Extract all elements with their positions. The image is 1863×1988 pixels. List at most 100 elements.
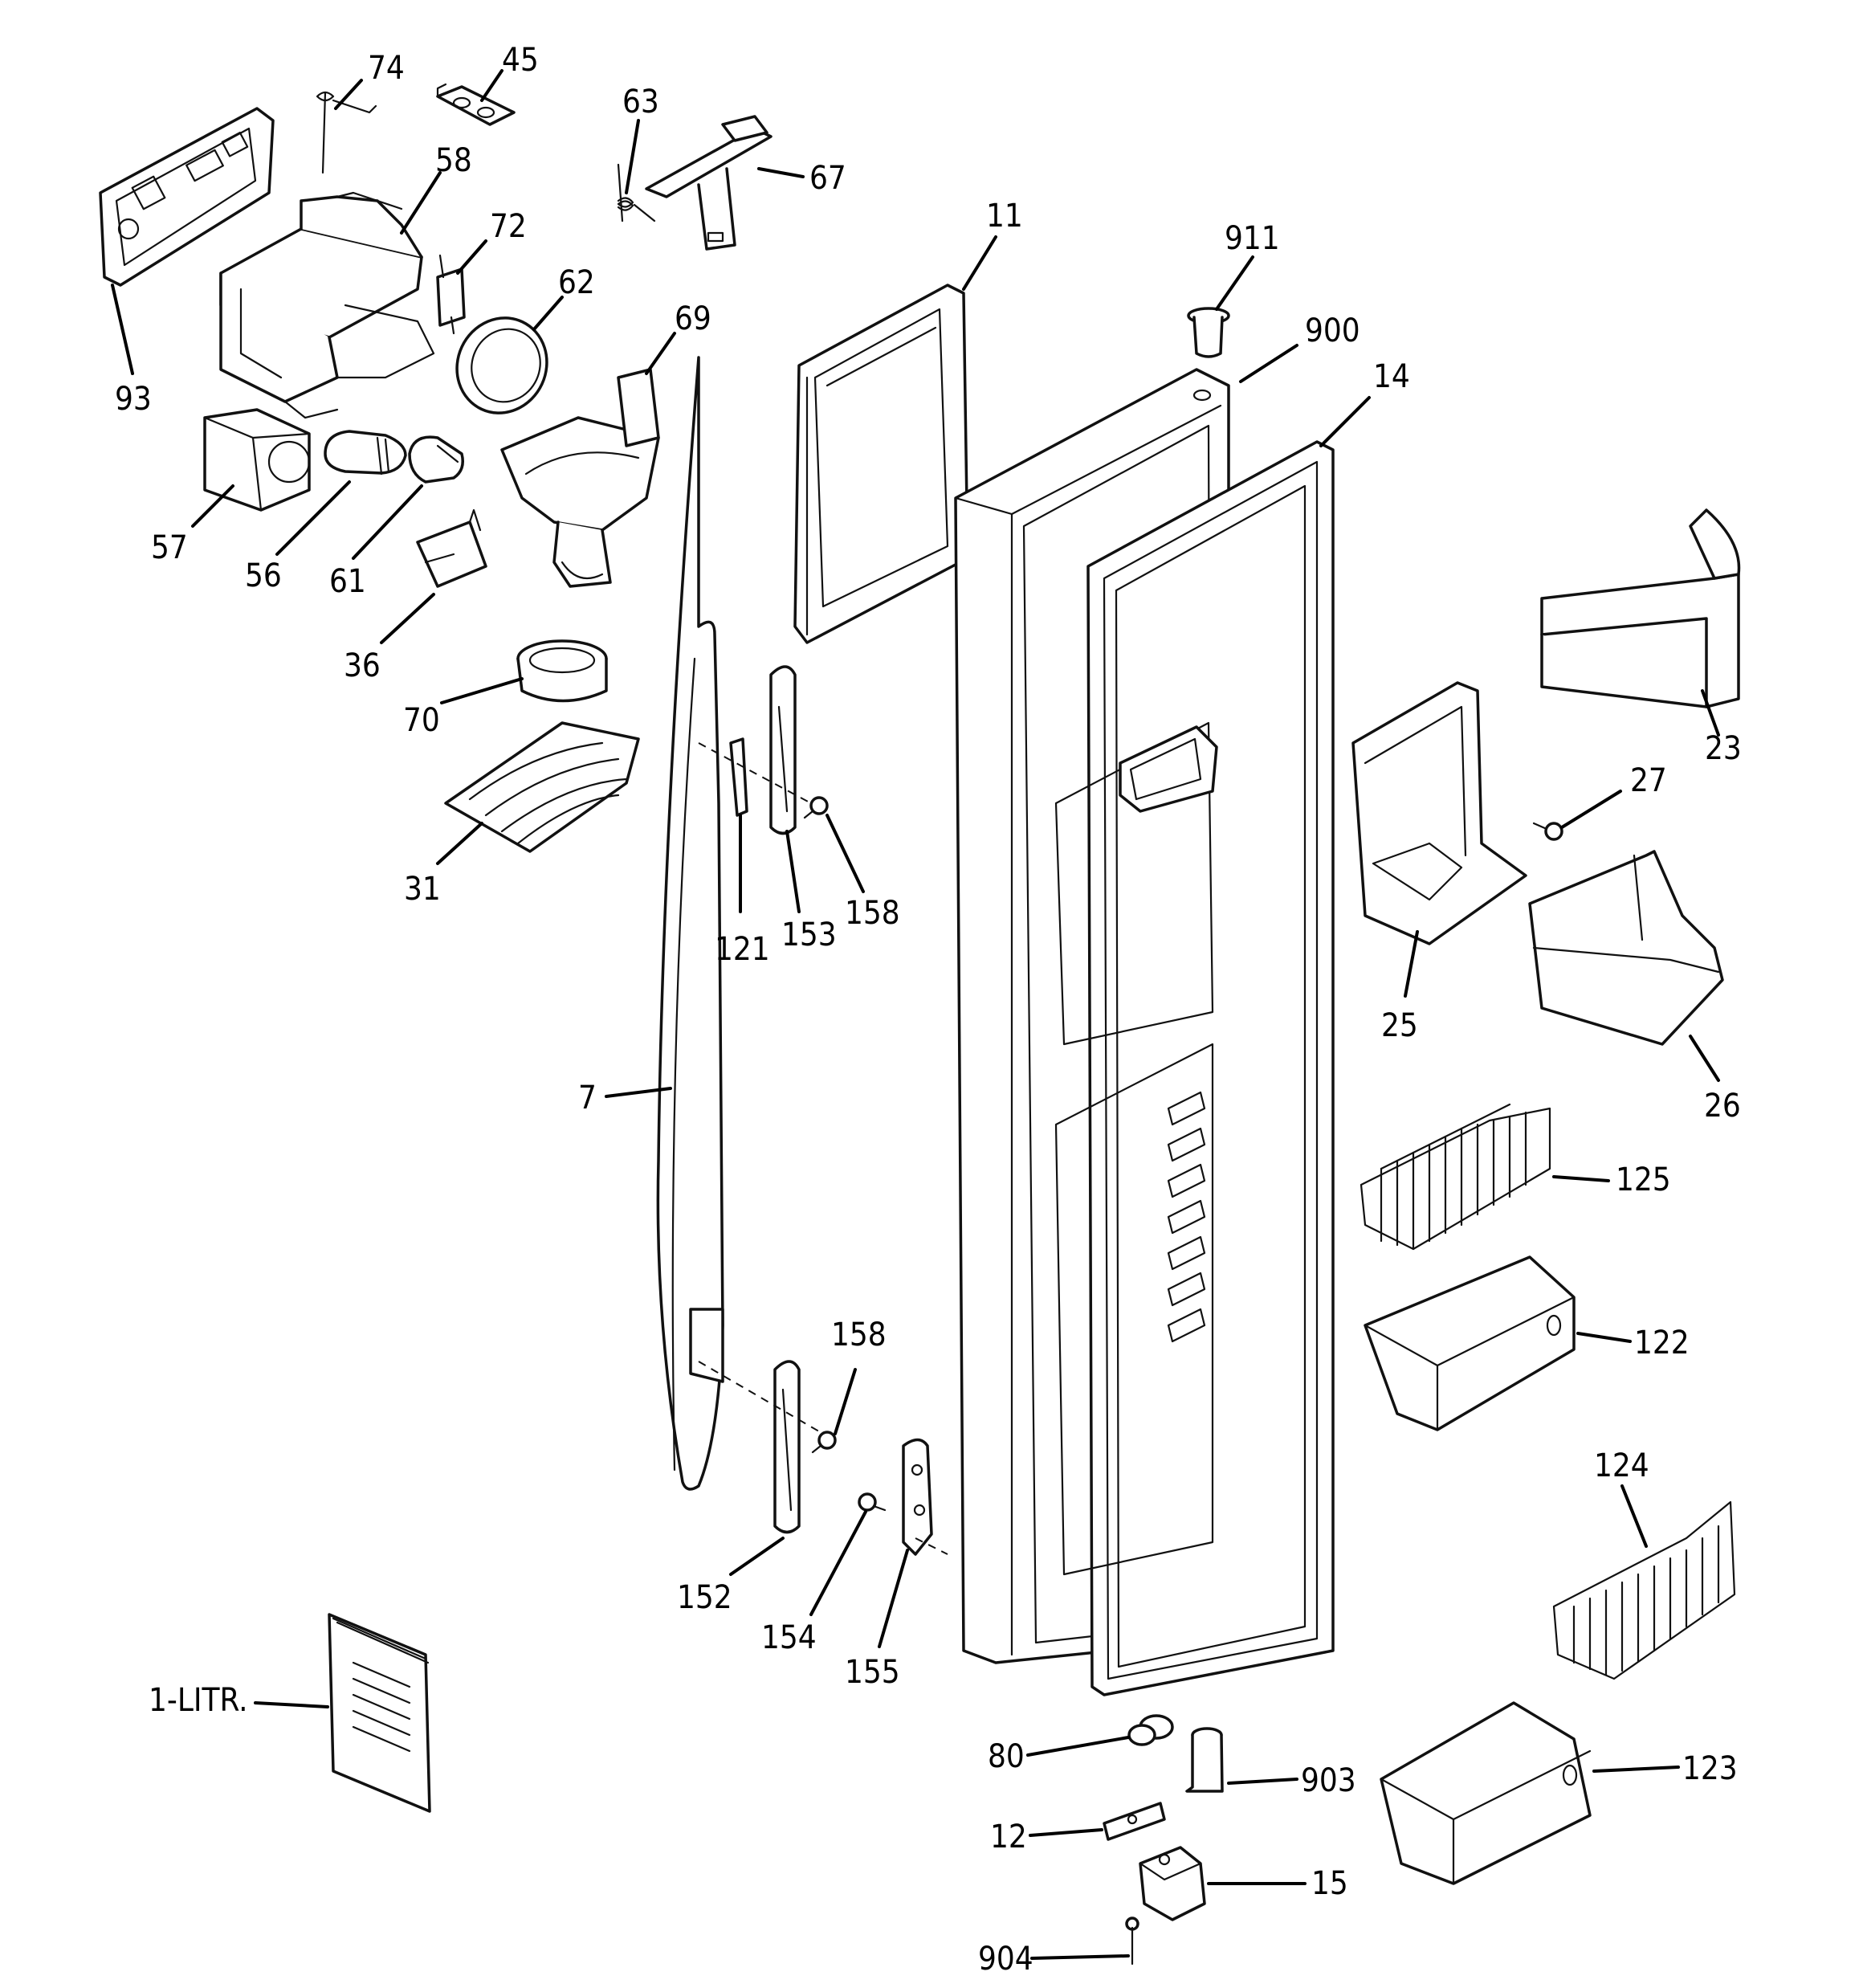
callout-70: 70 (403, 702, 440, 739)
leader-123 (1592, 1766, 1680, 1773)
leader-61 (352, 484, 423, 560)
callout-36: 36 (344, 647, 381, 684)
part-26-bin (1528, 850, 1724, 1046)
callout-911: 911 (1225, 220, 1280, 257)
part-7-handle (656, 356, 724, 1491)
callout-61: 61 (329, 563, 366, 600)
leader-31 (436, 822, 483, 865)
callout-904: 904 (978, 1941, 1033, 1978)
part-58-dispenser-housing (219, 191, 435, 419)
part-155-hinge (902, 1438, 948, 1556)
part-27-screw (1532, 822, 1563, 841)
part-153-mount (698, 665, 812, 835)
part-11-dispenser-frame (793, 284, 969, 644)
leader-63 (625, 119, 640, 194)
leader-14 (1319, 396, 1371, 447)
leader-27 (1560, 790, 1622, 829)
callout-74: 74 (368, 50, 405, 87)
part-154-screw (858, 1492, 887, 1512)
part-93-control-board (99, 107, 275, 287)
leader-12 (1029, 1828, 1103, 1837)
part-125-wire-basket (1360, 1103, 1551, 1251)
leader-69 (645, 332, 676, 375)
part-1-litr-booklet (328, 1613, 431, 1813)
callout-7: 7 (578, 1080, 597, 1116)
part-904-screw (1125, 1917, 1139, 1966)
callout-903: 903 (1301, 1762, 1356, 1799)
callout-154: 154 (761, 1619, 817, 1656)
leader-36 (380, 593, 435, 644)
part-72-switch (436, 254, 466, 335)
callout-80: 80 (988, 1738, 1025, 1775)
leader-25 (1404, 930, 1419, 998)
part-25-bin (1351, 681, 1527, 945)
callout-23: 23 (1705, 730, 1742, 767)
leader-152 (729, 1537, 785, 1576)
callout-158a: 158 (845, 895, 900, 932)
part-57-motor (203, 408, 311, 512)
leader-72 (456, 239, 487, 275)
leader-70 (440, 677, 524, 704)
callout-122: 122 (1634, 1325, 1690, 1361)
callout-93: 93 (115, 381, 152, 418)
leader-911 (1215, 255, 1254, 311)
part-45-bracket (436, 83, 516, 126)
leader-11 (962, 235, 997, 291)
part-911-cap (1187, 307, 1230, 358)
callout-31: 31 (404, 871, 441, 908)
leader-904 (1030, 1954, 1130, 1960)
callout-63: 63 (622, 84, 659, 120)
callout-155: 155 (845, 1654, 900, 1691)
leader-158a (826, 814, 865, 893)
callout-158b: 158 (831, 1316, 887, 1353)
dispenser-recess (1054, 721, 1218, 1576)
part-63-spring (617, 163, 656, 222)
leader-67 (757, 167, 805, 178)
part-70-collar (516, 639, 608, 703)
callout-124: 124 (1594, 1447, 1649, 1484)
callout-labels: 74 45 63 67 58 72 62 69 93 57 56 61 36 7… (115, 42, 1742, 1978)
part-121-clip (729, 737, 748, 817)
part-14-gasket (1086, 440, 1335, 1696)
callout-69: 69 (675, 300, 711, 337)
callout-58: 58 (435, 142, 472, 179)
callout-45: 45 (502, 42, 539, 79)
part-124-wire-basket (1552, 1500, 1736, 1680)
part-158-screw-upper (803, 796, 829, 819)
part-61-socket (408, 435, 464, 484)
leader-23 (1701, 689, 1720, 737)
callout-62: 62 (558, 264, 595, 301)
leader-155 (878, 1549, 909, 1648)
leader-74 (334, 79, 363, 110)
leader-93 (111, 284, 134, 375)
callout-72: 72 (490, 208, 527, 245)
leader-1-litr (254, 1701, 329, 1708)
part-31-grille (444, 721, 640, 853)
leader-900 (1239, 344, 1298, 383)
leader-26 (1689, 1035, 1720, 1082)
part-122-bin (1364, 1255, 1576, 1431)
leader-57 (191, 484, 234, 528)
leader-58 (400, 171, 442, 235)
leader-122 (1576, 1332, 1632, 1343)
callout-121: 121 (715, 931, 770, 968)
leader-7 (605, 1087, 672, 1098)
callout-153: 153 (781, 916, 837, 953)
callout-11: 11 (986, 198, 1023, 235)
leader-80 (1026, 1736, 1130, 1757)
callout-25: 25 (1381, 1007, 1418, 1044)
leader-903 (1227, 1778, 1298, 1785)
part-74-spring (316, 91, 377, 174)
part-62-ring (455, 316, 548, 414)
callout-152: 152 (677, 1579, 732, 1616)
callout-900: 900 (1305, 312, 1360, 349)
part-152-mount (698, 1360, 824, 1534)
part-15-hinge (1139, 1846, 1206, 1921)
part-158-screw-lower (811, 1431, 837, 1454)
leader-62 (532, 296, 564, 331)
callout-56: 56 (245, 557, 282, 594)
leader-125 (1552, 1175, 1610, 1182)
part-56-bulb (324, 430, 407, 476)
callout-67: 67 (809, 160, 846, 197)
part-80-bushing (1127, 1714, 1174, 1746)
